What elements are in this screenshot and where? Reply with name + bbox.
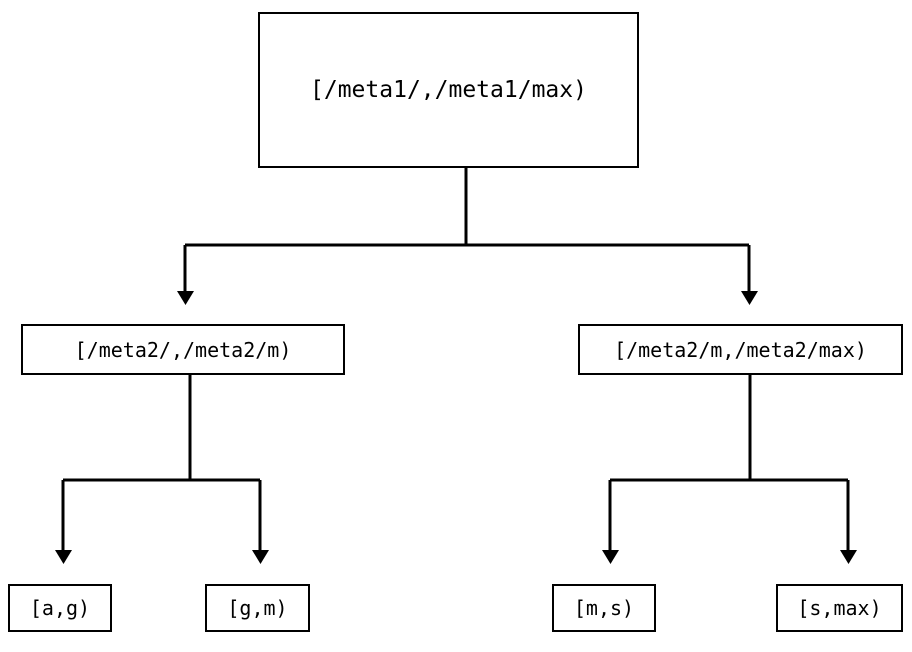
tree-node-root[interactable]: [/meta1/,/meta1/max): [258, 12, 639, 168]
arrowhead-meta2-high: [741, 291, 758, 305]
tree-node-meta2-high-label: [/meta2/m,/meta2/max): [614, 337, 867, 362]
arrowhead-leaf-gm: [252, 550, 269, 564]
tree-node-meta2-high[interactable]: [/meta2/m,/meta2/max): [578, 324, 903, 375]
tree-node-meta2-low[interactable]: [/meta2/,/meta2/m): [21, 324, 345, 375]
arrowhead-leaf-smax: [840, 550, 857, 564]
arrowhead-leaf-ag: [55, 550, 72, 564]
tree-node-leaf-smax-label: [s,max): [797, 596, 882, 620]
arrowhead-meta2-low: [177, 291, 194, 305]
tree-node-leaf-gm-label: [g,m): [227, 596, 288, 620]
tree-node-leaf-gm[interactable]: [g,m): [205, 584, 310, 632]
arrowhead-leaf-ms: [602, 550, 619, 564]
tree-node-root-label: [/meta1/,/meta1/max): [310, 76, 587, 103]
tree-node-meta2-low-label: [/meta2/,/meta2/m): [74, 337, 292, 362]
tree-node-leaf-ms-label: [m,s): [573, 596, 635, 620]
tree-node-leaf-smax[interactable]: [s,max): [776, 584, 903, 632]
tree-node-leaf-ms[interactable]: [m,s): [552, 584, 656, 632]
tree-node-leaf-ag-label: [a,g): [29, 596, 91, 620]
tree-node-leaf-ag[interactable]: [a,g): [8, 584, 112, 632]
